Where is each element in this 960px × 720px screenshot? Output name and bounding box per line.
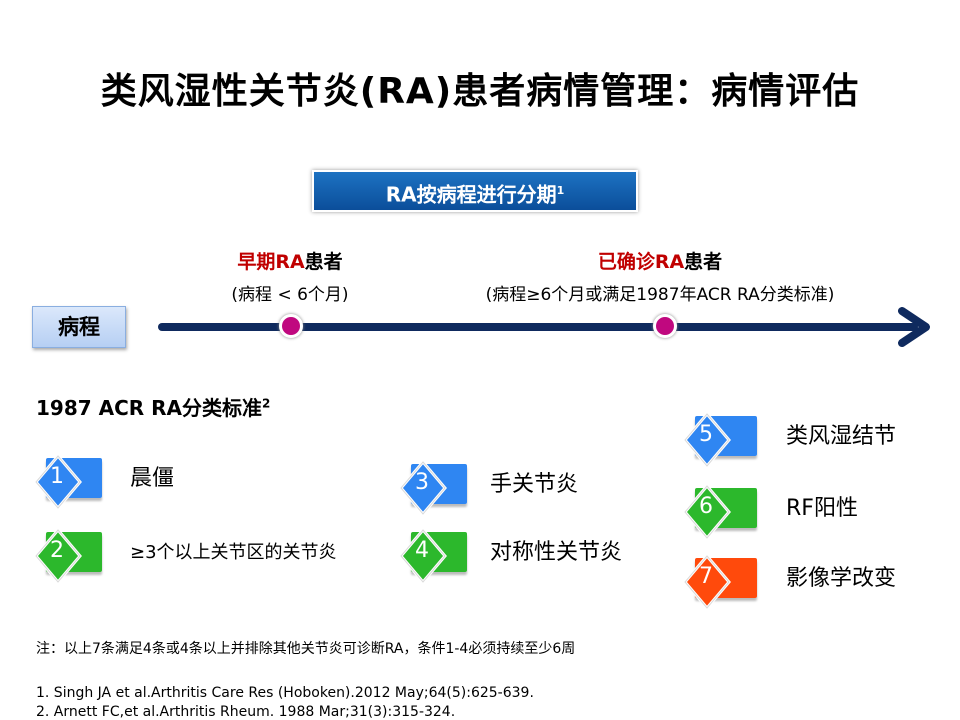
criterion-label: RF阳性	[786, 496, 858, 521]
criterion-diamond-icon	[683, 484, 731, 540]
early-ra-label: 早期RA患者	[180, 247, 400, 274]
early-ra-condition: (病程 < 6个月)	[231, 285, 349, 305]
criterion-number: 4	[415, 538, 429, 563]
established-ra-condition: (病程≥6个月或满足1987年ACR RA分类标准)	[485, 285, 835, 305]
criterion-number: 2	[50, 538, 64, 563]
criterion-label: 类风湿结节	[786, 424, 897, 449]
criterion-item-7: 7 影像学改变	[683, 550, 960, 610]
criterion-number: 3	[415, 470, 429, 495]
criteria-title-text: 1987 ACR RA分类标准	[36, 396, 263, 420]
criteria-title: 1987 ACR RA分类标准2	[36, 392, 270, 421]
established-ra-red: 已确诊RA	[597, 251, 685, 273]
course-label-box: 病程	[32, 306, 126, 348]
criteria-title-ref: 2	[262, 396, 271, 411]
criterion-number: 1	[50, 464, 64, 489]
slide-title: 类风湿性关节炎(RA)患者病情管理：病情评估	[100, 71, 860, 112]
criterion-number: 6	[699, 494, 713, 519]
criterion-item-5: 5 类风湿结节	[683, 408, 960, 468]
criterion-diamond-icon	[683, 412, 731, 468]
criterion-diamond-icon	[683, 554, 731, 610]
early-ra-black: 患者	[304, 251, 343, 273]
established-ra-marker	[653, 314, 677, 338]
reference-2: 2. Arnett FC,et al.Arthritis Rheum. 1988…	[36, 704, 456, 720]
criterion-diamond-icon	[34, 454, 82, 510]
criterion-item-2: 2 ≥3个以上关节区的关节炎	[34, 524, 530, 584]
criterion-label: 手关节炎	[490, 472, 579, 497]
diagnosis-note: 注：以上7条满足4条或4条以上并排除其他关节炎可诊断RA，条件1-4必须持续至少…	[36, 641, 576, 657]
criterion-label: 对称性关节炎	[490, 540, 623, 565]
criterion-number: 7	[699, 564, 713, 589]
criterion-label: 影像学改变	[786, 566, 897, 591]
established-ra-label: 已确诊RA患者	[530, 247, 790, 274]
timeline-arrowhead-icon	[898, 307, 930, 347]
established-ra-black: 患者	[684, 251, 723, 273]
timeline-axis	[158, 323, 918, 331]
criterion-item-3: 3 手关节炎	[399, 456, 890, 516]
early-ra-red: 早期RA	[237, 251, 305, 273]
early-ra-marker	[279, 314, 303, 338]
criterion-diamond-icon	[399, 460, 447, 516]
staging-header-label: RA按病程进行分期	[385, 182, 557, 207]
criterion-diamond-icon	[399, 528, 447, 584]
criterion-diamond-icon	[34, 528, 82, 584]
staging-header-ref: 1	[556, 184, 565, 197]
criterion-item-1: 1 晨僵	[34, 450, 530, 510]
criterion-item-4: 4 对称性关节炎	[399, 524, 890, 584]
criterion-label: 晨僵	[130, 466, 175, 491]
reference-1: 1. Singh JA et al.Arthritis Care Res (Ho…	[36, 685, 534, 701]
staging-header-box: RA按病程进行分期1	[312, 170, 638, 212]
criterion-item-6: 6 RF阳性	[683, 480, 960, 540]
criterion-number: 5	[699, 422, 713, 447]
criterion-label: ≥3个以上关节区的关节炎	[130, 542, 337, 563]
